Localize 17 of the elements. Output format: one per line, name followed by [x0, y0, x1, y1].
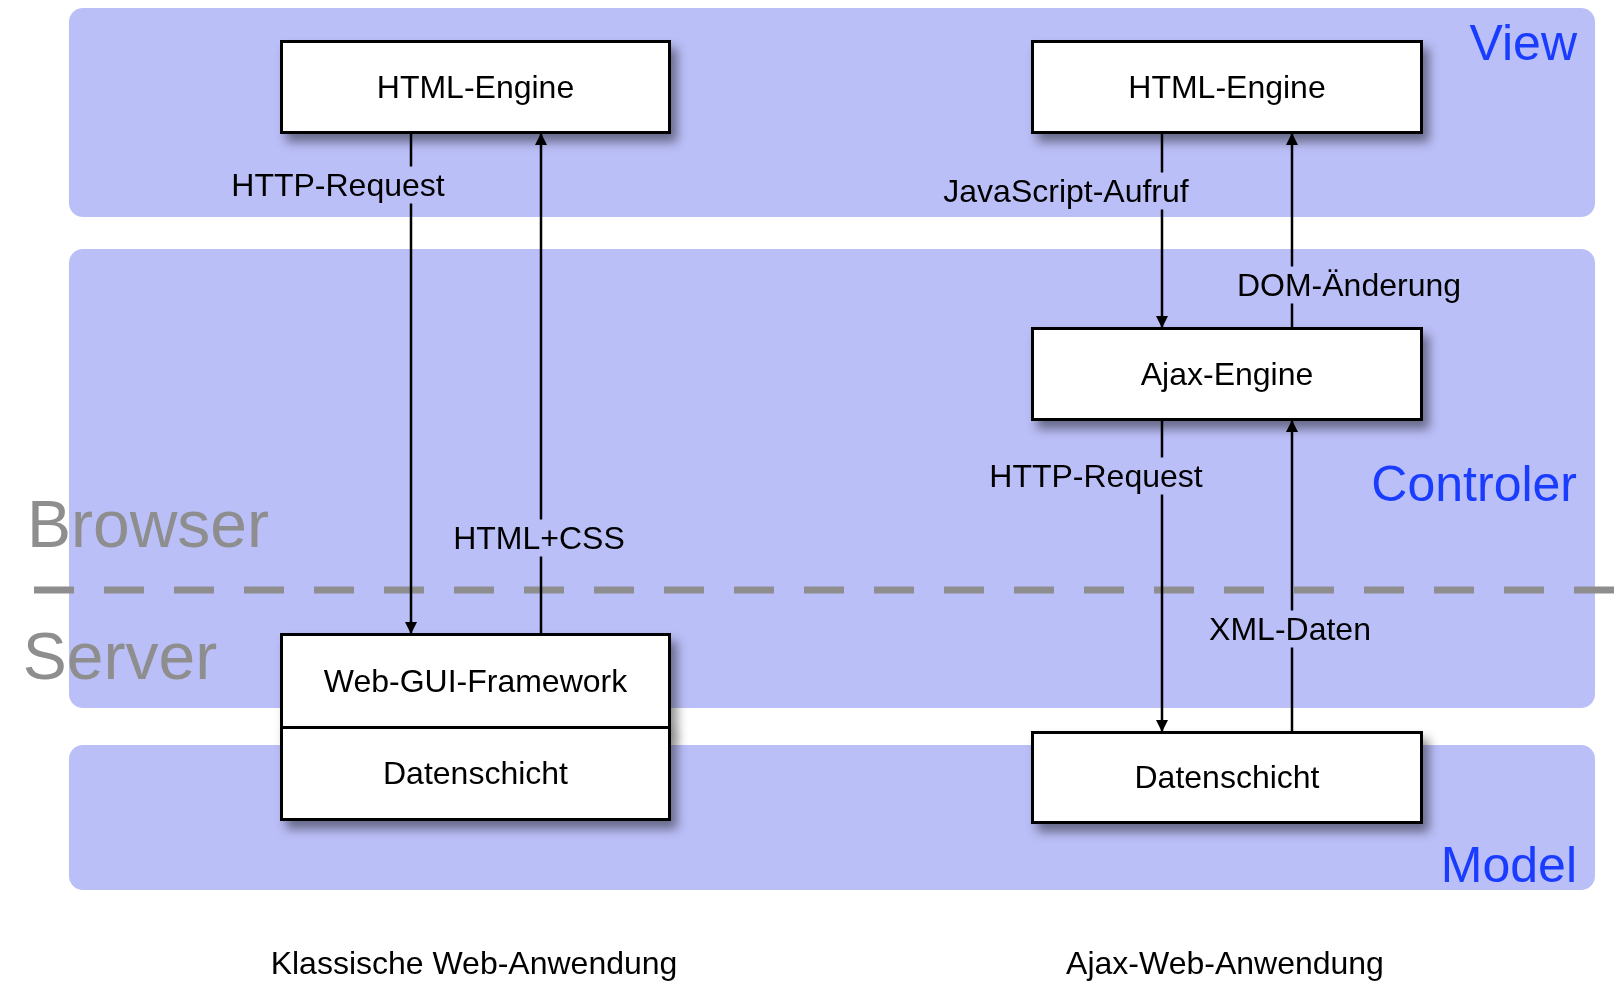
column-caption: Klassische Web-Anwendung: [270, 944, 678, 982]
edge-label: JavaScript-Aufruf: [940, 172, 1192, 210]
layer-band: [69, 8, 1595, 217]
component-box: Web-GUI-Framework: [280, 633, 671, 729]
component-box: Ajax-Engine: [1031, 327, 1423, 421]
component-box: Datenschicht: [1031, 731, 1423, 824]
component-box: HTML-Engine: [280, 40, 671, 134]
layer-title: Model: [1440, 836, 1577, 894]
component-box: Datenschicht: [280, 726, 671, 821]
component-box: HTML-Engine: [1031, 40, 1423, 134]
arrow: [535, 133, 547, 633]
layer-title: View: [1469, 14, 1577, 72]
column-caption: Ajax-Web-Anwendung: [1066, 944, 1384, 982]
layer-title: Controler: [1371, 455, 1577, 513]
arrow: [1156, 421, 1168, 732]
arrow: [405, 134, 417, 634]
arrow: [1286, 420, 1298, 731]
